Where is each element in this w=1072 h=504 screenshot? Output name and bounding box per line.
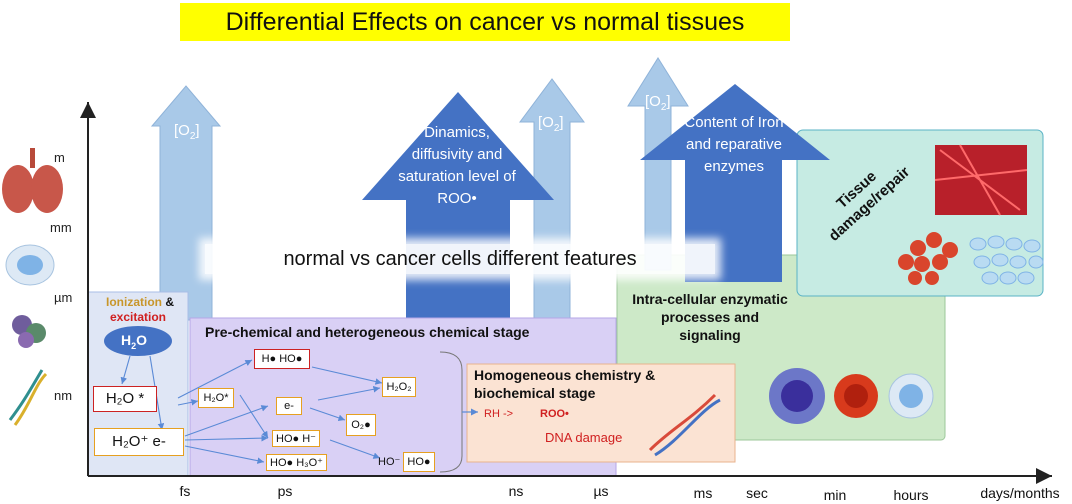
x-label-ps: ps [277, 483, 293, 499]
homog-box [466, 363, 736, 463]
x-label-fs: fs [179, 483, 191, 499]
tumor-tissue-icon [934, 144, 1028, 216]
dna-helix-icon [648, 393, 721, 457]
h2o-excited-box: H₂O * [93, 386, 157, 412]
iron-arrow-label: Content of Iron and reparative enzymes [684, 114, 784, 175]
e-minus-box: e- [276, 397, 302, 415]
lungs-icon [2, 148, 63, 213]
dna-icon [8, 369, 48, 426]
o2-label-1: [O2] [174, 122, 200, 142]
y-label-m: m [54, 150, 65, 165]
h2o-label: H2O [121, 332, 148, 351]
o2-dot-box: O₂● [346, 414, 376, 436]
x-label-ns: ns [508, 483, 524, 499]
features-banner: normal vs cancer cells different feature… [205, 244, 715, 274]
o2-arrow-1 [150, 85, 222, 321]
x-label-ms: ms [693, 485, 713, 501]
h2o-star-small-box: H₂O* [198, 388, 234, 408]
x-label-sec: sec [746, 485, 768, 501]
ho-dot-box-1: HO● H⁻ [272, 430, 320, 447]
h2o2-box: H₂O₂ [382, 377, 416, 397]
o2-label-3: [O2] [645, 93, 671, 113]
x-label-us: µs [593, 483, 609, 499]
h2o-ellipse [104, 326, 172, 356]
cell-icon [5, 244, 55, 286]
prechem-title: Pre-chemical and heterogeneous chemical … [205, 324, 530, 340]
normal-cell-icon [888, 373, 934, 419]
network-cell-icon [769, 368, 825, 424]
red-cells-icon [898, 232, 958, 285]
x-label-min: min [823, 487, 847, 503]
ho-minus-label: HO⁻ [378, 456, 401, 468]
o2-arrow-3 [627, 57, 689, 271]
dna-damage-label: DNA damage [545, 430, 623, 445]
x-label-days: days/months [980, 485, 1060, 501]
y-label-um: µm [54, 290, 73, 305]
red-cell-icon [834, 374, 878, 418]
excitation-label: excitation [110, 310, 167, 324]
h2o-ion-box: H₂O⁺ e- [94, 428, 184, 456]
rh-label: RH -> [484, 408, 514, 420]
h-ho-box: H● HO● [254, 349, 310, 369]
iron-arrow [640, 84, 830, 282]
homog-title: Homogeneous chemistry & biochemical stag… [474, 367, 656, 401]
ionization-label: Ionization & [106, 295, 175, 309]
ho-h3o-label: HO● H₃O⁺ [266, 454, 327, 471]
x-label-hours: hours [893, 487, 929, 503]
protein-icon [12, 315, 46, 348]
y-label-mm: mm [50, 220, 72, 235]
o2-label-2: [O2] [538, 114, 564, 134]
page-title: Differential Effects on cancer vs normal… [180, 3, 790, 41]
ho-h-label: HO● H⁻ [272, 430, 320, 447]
intracellular-label: Intra-cellular enzymatic processes and s… [632, 291, 788, 343]
ho-dot-box-2: HO● H₃O⁺ [266, 454, 327, 471]
roo-label: ROO• [540, 408, 569, 420]
ho-dot-box-3: HO● [403, 452, 435, 472]
blue-cells-icon [969, 235, 1044, 285]
roo-arrow-label: Dinamics, diffusivity and saturation lev… [398, 124, 516, 207]
y-label-nm: nm [54, 388, 73, 403]
